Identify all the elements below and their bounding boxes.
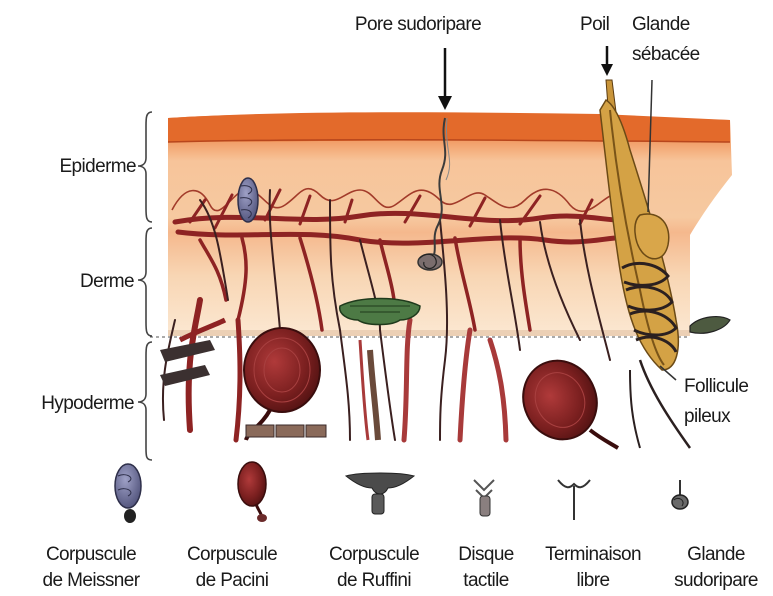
legend-meissner-line1: Corpuscule — [46, 544, 136, 565]
meissner-corpuscle — [238, 178, 258, 222]
ruffini-corpuscle-right — [690, 317, 730, 334]
pacini-corpuscle-right — [510, 349, 618, 452]
pacini-corpuscle-icon — [238, 462, 267, 522]
label-epiderme: Epiderme — [59, 156, 136, 177]
epiderme-bracket — [138, 112, 152, 222]
legend-glande-line1: Glande — [687, 544, 745, 565]
legend-disque-line2: tactile — [463, 570, 508, 591]
free-nerve-ending-icon — [558, 480, 590, 520]
label-glande-line1: Glande — [632, 14, 690, 35]
derme-bracket — [138, 228, 152, 336]
legend-pacini-line1: Corpuscule — [187, 544, 277, 565]
legend-labels: Corpuscule de Meissner Corpuscule de Pac… — [43, 544, 758, 591]
ruffini-corpuscle-icon — [346, 473, 414, 514]
legend-icons — [115, 462, 688, 523]
meissner-corpuscle-icon — [115, 464, 141, 523]
label-poil: Poil — [580, 14, 609, 35]
legend-terminaison-line2: libre — [577, 570, 610, 591]
label-follicule-line1: Follicule — [684, 376, 748, 397]
legend-ruffini-line2: de Ruffini — [337, 570, 411, 591]
legend-disque-line1: Disque — [458, 544, 514, 565]
legend-ruffini-line1: Corpuscule — [329, 544, 419, 565]
sweat-gland-icon — [672, 480, 688, 509]
sweat-gland-coil — [418, 254, 442, 270]
epidermis-surface — [168, 112, 730, 142]
label-glande-line2: sébacée — [632, 44, 700, 65]
tactile-disc-icon — [474, 480, 494, 516]
tactile-disc — [360, 340, 378, 440]
label-derme: Derme — [80, 271, 134, 292]
pacini-nerve-segmented — [246, 425, 326, 437]
label-pore-sudoripare: Pore sudoripare — [355, 14, 481, 35]
legend-meissner-line2: de Meissner — [43, 570, 141, 591]
pacini-corpuscle-left — [244, 328, 326, 440]
hypoderme-bracket — [138, 342, 152, 460]
legend-terminaison-line1: Terminaison — [545, 544, 641, 565]
label-hypoderme: Hypoderme — [41, 393, 134, 414]
legend-glande-line2: sudoripare — [674, 570, 758, 591]
legend-pacini-line2: de Pacini — [196, 570, 269, 591]
layer-brackets — [138, 112, 152, 460]
label-follicule-line2: pileux — [684, 406, 731, 427]
